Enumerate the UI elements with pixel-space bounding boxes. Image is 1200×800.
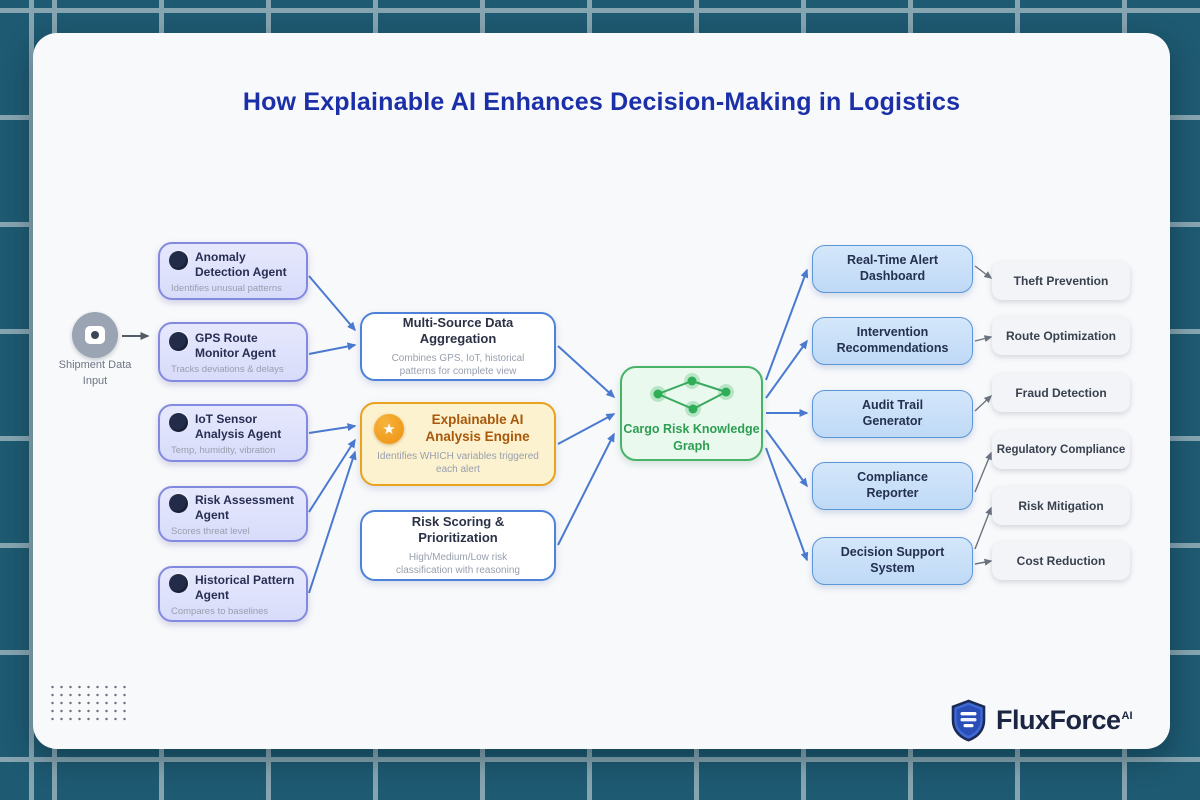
agent-box-historical-pattern: Historical Pattern Agent Compares to bas… bbox=[158, 566, 308, 622]
cargo-risk-knowledge-graph-box: Cargo Risk Knowledge Graph bbox=[620, 366, 763, 461]
benefit-label: Risk Mitigation bbox=[1018, 499, 1104, 513]
agent-title: IoT Sensor Analysis Agent bbox=[195, 412, 282, 441]
multi-source-aggregation-box: Multi-Source Data Aggregation Combines G… bbox=[360, 312, 556, 381]
fluxforce-shield-icon bbox=[951, 699, 986, 742]
output-label: Real-Time Alert Dashboard bbox=[846, 253, 938, 283]
benefit-label: Regulatory Compliance bbox=[996, 444, 1126, 456]
output-intervention-recommendations: Intervention Recommendations bbox=[812, 317, 973, 365]
input-node-label: Shipment Data Input bbox=[58, 359, 132, 387]
risk-scoring-box: Risk Scoring & Prioritization High/Mediu… bbox=[360, 510, 556, 581]
explainable-ai-engine-box: ★ Explainable AI Analysis Engine Identif… bbox=[360, 402, 556, 486]
proc-title: Multi-Source Data Aggregation bbox=[402, 314, 514, 346]
benefit-label: Cost Reduction bbox=[1016, 554, 1106, 568]
output-label: Decision Support System bbox=[840, 545, 945, 575]
output-real-time-alert-dashboard: Real-Time Alert Dashboard bbox=[812, 245, 973, 293]
dot-pattern bbox=[48, 683, 132, 725]
agent-subtitle: Tracks deviations & delays bbox=[171, 363, 284, 375]
agent-title: Risk Assessment Agent bbox=[195, 493, 294, 522]
output-audit-trail-generator: Audit Trail Generator bbox=[812, 390, 973, 438]
brand-name: FluxForceAI bbox=[996, 705, 1133, 735]
benefit-cost-reduction: Cost Reduction bbox=[992, 542, 1130, 580]
proc-subtitle: High/Medium/Low risk classification with… bbox=[396, 552, 520, 577]
proc-subtitle: Identifies WHICH variables triggered eac… bbox=[377, 451, 539, 476]
benefit-regulatory-compliance: Regulatory Compliance bbox=[992, 431, 1130, 469]
shipment-data-icon bbox=[72, 312, 118, 358]
agent-icon bbox=[169, 413, 188, 433]
star-icon: ★ bbox=[374, 413, 404, 444]
proc-subtitle: Combines GPS, IoT, historical patterns f… bbox=[391, 353, 525, 378]
agent-box-gps-route: GPS Route Monitor Agent Tracks deviation… bbox=[158, 322, 308, 382]
output-compliance-reporter: Compliance Reporter bbox=[812, 462, 973, 510]
benefit-fraud-detection: Fraud Detection bbox=[992, 374, 1130, 412]
agent-box-risk-assessment: Risk Assessment Agent Scores threat leve… bbox=[158, 486, 308, 542]
benefit-label: Route Optimization bbox=[1006, 329, 1116, 343]
output-decision-support-system: Decision Support System bbox=[812, 537, 973, 585]
proc-title: Explainable AI Analysis Engine bbox=[425, 411, 530, 444]
agent-title: Anomaly Detection Agent bbox=[195, 250, 287, 279]
benefit-label: Theft Prevention bbox=[1013, 274, 1109, 288]
camera-icon bbox=[85, 326, 105, 344]
agent-icon bbox=[169, 574, 188, 594]
brand-logo: FluxForceAI bbox=[950, 699, 1133, 742]
benefit-theft-prevention: Theft Prevention bbox=[992, 262, 1130, 300]
kg-title: Cargo Risk Knowledge Graph bbox=[623, 422, 760, 453]
page-title: How Explainable AI Enhances Decision-Mak… bbox=[242, 88, 961, 116]
agent-subtitle: Identifies unusual patterns bbox=[171, 282, 282, 294]
output-label: Compliance Reporter bbox=[857, 470, 928, 500]
agent-box-anomaly-detection: Anomaly Detection Agent Identifies unusu… bbox=[158, 242, 308, 300]
agent-subtitle: Scores threat level bbox=[171, 525, 250, 537]
output-label: Intervention Recommendations bbox=[836, 325, 949, 355]
proc-title: Risk Scoring & Prioritization bbox=[411, 513, 505, 545]
agent-title: Historical Pattern Agent bbox=[195, 573, 295, 602]
benefit-risk-mitigation: Risk Mitigation bbox=[992, 487, 1130, 525]
agent-box-iot-sensor: IoT Sensor Analysis Agent Temp, humidity… bbox=[158, 404, 308, 462]
output-label: Audit Trail Generator bbox=[861, 398, 924, 428]
agent-subtitle: Compares to baselines bbox=[171, 605, 269, 617]
agent-subtitle: Temp, humidity, vibration bbox=[171, 444, 276, 456]
benefit-label: Fraud Detection bbox=[1015, 386, 1107, 400]
agent-icon bbox=[169, 494, 188, 514]
knowledge-graph-icon bbox=[649, 373, 734, 418]
benefit-route-optimization: Route Optimization bbox=[992, 317, 1130, 355]
agent-icon bbox=[169, 332, 188, 352]
agent-icon bbox=[169, 251, 188, 271]
agent-title: GPS Route Monitor Agent bbox=[195, 331, 276, 360]
